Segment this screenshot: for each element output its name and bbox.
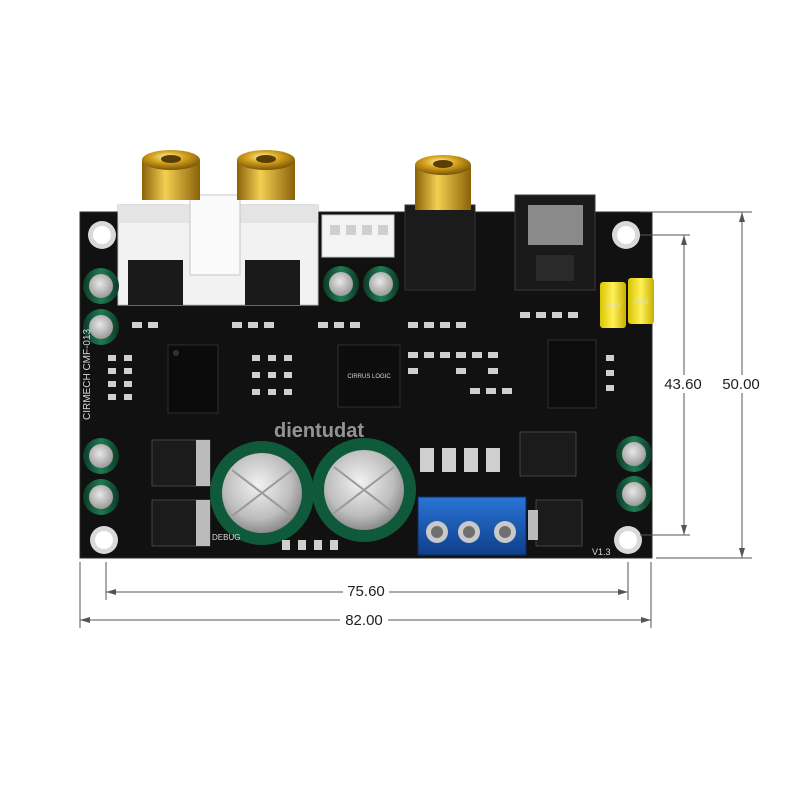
electrolytic-capacitor bbox=[312, 438, 416, 542]
small-capacitor bbox=[83, 479, 119, 515]
mounting-hole-icon bbox=[614, 526, 642, 554]
dimension-arrows bbox=[80, 212, 745, 623]
jst-connector bbox=[321, 214, 395, 258]
dimension-outer-height: 50.00 bbox=[722, 376, 760, 393]
board-side-label: CIRMECH CMF-013 bbox=[82, 328, 93, 420]
mounting-hole-icon bbox=[612, 221, 640, 249]
svg-text:CIRRUS LOGIC: CIRRUS LOGIC bbox=[347, 374, 391, 380]
svg-text:224J: 224J bbox=[633, 299, 648, 306]
dimension-outer-width: 82.00 bbox=[345, 612, 383, 629]
small-capacitor bbox=[323, 266, 359, 302]
dac-chip bbox=[547, 339, 597, 409]
film-capacitor: 224J bbox=[600, 282, 626, 328]
optical-input-jack bbox=[514, 194, 596, 291]
mounting-hole-icon bbox=[90, 526, 118, 554]
coaxial-jack bbox=[404, 155, 476, 291]
electrolytic-capacitor bbox=[210, 441, 314, 545]
dimension-inner-height: 43.60 bbox=[664, 376, 702, 393]
smd-components bbox=[108, 312, 614, 550]
small-capacitor bbox=[83, 438, 119, 474]
board-version-label: V1.3 bbox=[592, 547, 611, 557]
svg-text:224J: 224J bbox=[605, 303, 620, 310]
small-capacitor bbox=[83, 309, 119, 345]
small-capacitor bbox=[616, 436, 652, 472]
receiver-chip: CIRRUS LOGIC bbox=[337, 344, 401, 408]
small-capacitor bbox=[616, 476, 652, 512]
voltage-regulator bbox=[528, 499, 583, 547]
power-terminal-block bbox=[417, 496, 527, 556]
voltage-regulator bbox=[151, 439, 211, 487]
mounting-hole-icon bbox=[88, 221, 116, 249]
dimension-inner-width: 75.60 bbox=[347, 583, 385, 600]
voltage-regulator bbox=[519, 431, 577, 477]
watermark: dientudat bbox=[274, 420, 364, 442]
voltage-regulator bbox=[151, 499, 211, 547]
dimension-lines bbox=[79, 211, 752, 628]
small-capacitor bbox=[363, 266, 399, 302]
opamp-chip bbox=[167, 344, 219, 414]
rca-jack-pair bbox=[117, 150, 319, 306]
film-capacitor: 224J bbox=[628, 278, 654, 324]
debug-label: DEBUG bbox=[212, 533, 240, 542]
small-capacitor bbox=[83, 268, 119, 304]
